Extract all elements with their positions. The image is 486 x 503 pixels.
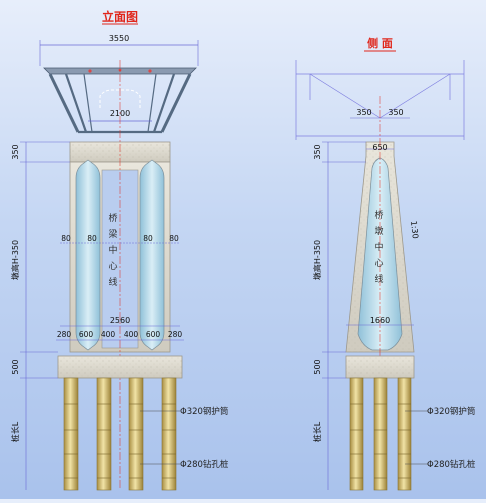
elevation-casing-label: Φ320钢护筒 <box>180 406 228 417</box>
svg-text:心: 心 <box>108 261 117 272</box>
elevation-wall-dims: 80 80 80 80 <box>60 234 180 244</box>
side-view: 侧 面 350 350 650 桥 墩 中 心 线 <box>295 36 476 491</box>
elevation-vertical-dims <box>20 141 70 490</box>
svg-text:中: 中 <box>108 244 117 256</box>
side-dim-bottom-width: 1660 <box>370 316 390 325</box>
elevation-right-void <box>139 159 165 351</box>
elevation-dim-pile-length: 桩长L <box>10 421 20 442</box>
svg-text:墩: 墩 <box>374 225 383 237</box>
svg-text:400: 400 <box>101 330 116 339</box>
side-piles <box>349 377 412 491</box>
elevation-footing-texture <box>58 356 182 378</box>
svg-text:梁: 梁 <box>108 228 117 240</box>
elevation-piles <box>63 377 177 491</box>
side-dim-pile-length: 桩长L <box>312 421 322 442</box>
elevation-bottom-dims: 280 600 400 400 600 280 <box>57 330 183 339</box>
elevation-dim-total-width: 2560 <box>110 316 130 325</box>
side-casing-label: Φ320钢护筒 <box>427 406 475 417</box>
elevation-dim-wall-mid-left: 80 <box>87 234 97 243</box>
svg-text:线: 线 <box>374 273 383 285</box>
elevation-dim-wall-left: 80 <box>61 234 71 243</box>
svg-text:600: 600 <box>79 330 94 339</box>
side-slope: 1:30 <box>409 220 420 239</box>
side-dim-footing-height: 500 <box>313 359 322 374</box>
elevation-frame-joints <box>88 68 152 73</box>
elevation-dim-footing-height: 500 <box>11 359 20 374</box>
elevation-centerline-label: 桥 梁 中 心 线 <box>108 212 117 288</box>
side-title: 侧 面 <box>367 36 393 50</box>
side-centerline-label: 桥 墩 中 心 线 <box>374 209 383 285</box>
svg-text:中: 中 <box>374 241 383 253</box>
svg-text:桥: 桥 <box>108 212 117 224</box>
side-dim-pier-height: 墩高H-350 <box>312 240 322 280</box>
svg-text:400: 400 <box>124 330 139 339</box>
elevation-dim-top-width: 3550 <box>109 34 129 43</box>
svg-text:600: 600 <box>146 330 161 339</box>
elevation-left-void <box>75 159 101 351</box>
elevation-dim-pier-height: 墩高H-350 <box>10 240 20 280</box>
side-vertical-dims <box>322 141 366 490</box>
svg-text:心: 心 <box>374 258 383 269</box>
side-bracket-outline <box>295 60 465 140</box>
elevation-dim-wall-mid-right: 80 <box>143 234 153 243</box>
side-pile-label: Φ280钻孔桩 <box>427 459 476 470</box>
elevation-view: 立面图 3550 2100 <box>10 9 229 491</box>
side-dim-cap-height: 350 <box>313 144 322 159</box>
side-dim-left: 350 <box>356 108 371 117</box>
side-footing-texture <box>346 356 414 378</box>
elevation-title: 立面图 <box>102 9 138 24</box>
side-dim-right: 350 <box>388 108 403 117</box>
svg-text:280: 280 <box>168 330 183 339</box>
svg-text:280: 280 <box>57 330 72 339</box>
elevation-dim-wall-right: 80 <box>169 234 179 243</box>
svg-text:桥: 桥 <box>374 209 383 221</box>
elevation-inner-dashed <box>99 89 141 108</box>
elevation-pile-label: Φ280钻孔桩 <box>180 459 229 470</box>
side-dim-top-width: 650 <box>372 143 387 152</box>
svg-text:线: 线 <box>108 276 117 288</box>
elevation-dim-cap-height: 350 <box>11 144 20 159</box>
